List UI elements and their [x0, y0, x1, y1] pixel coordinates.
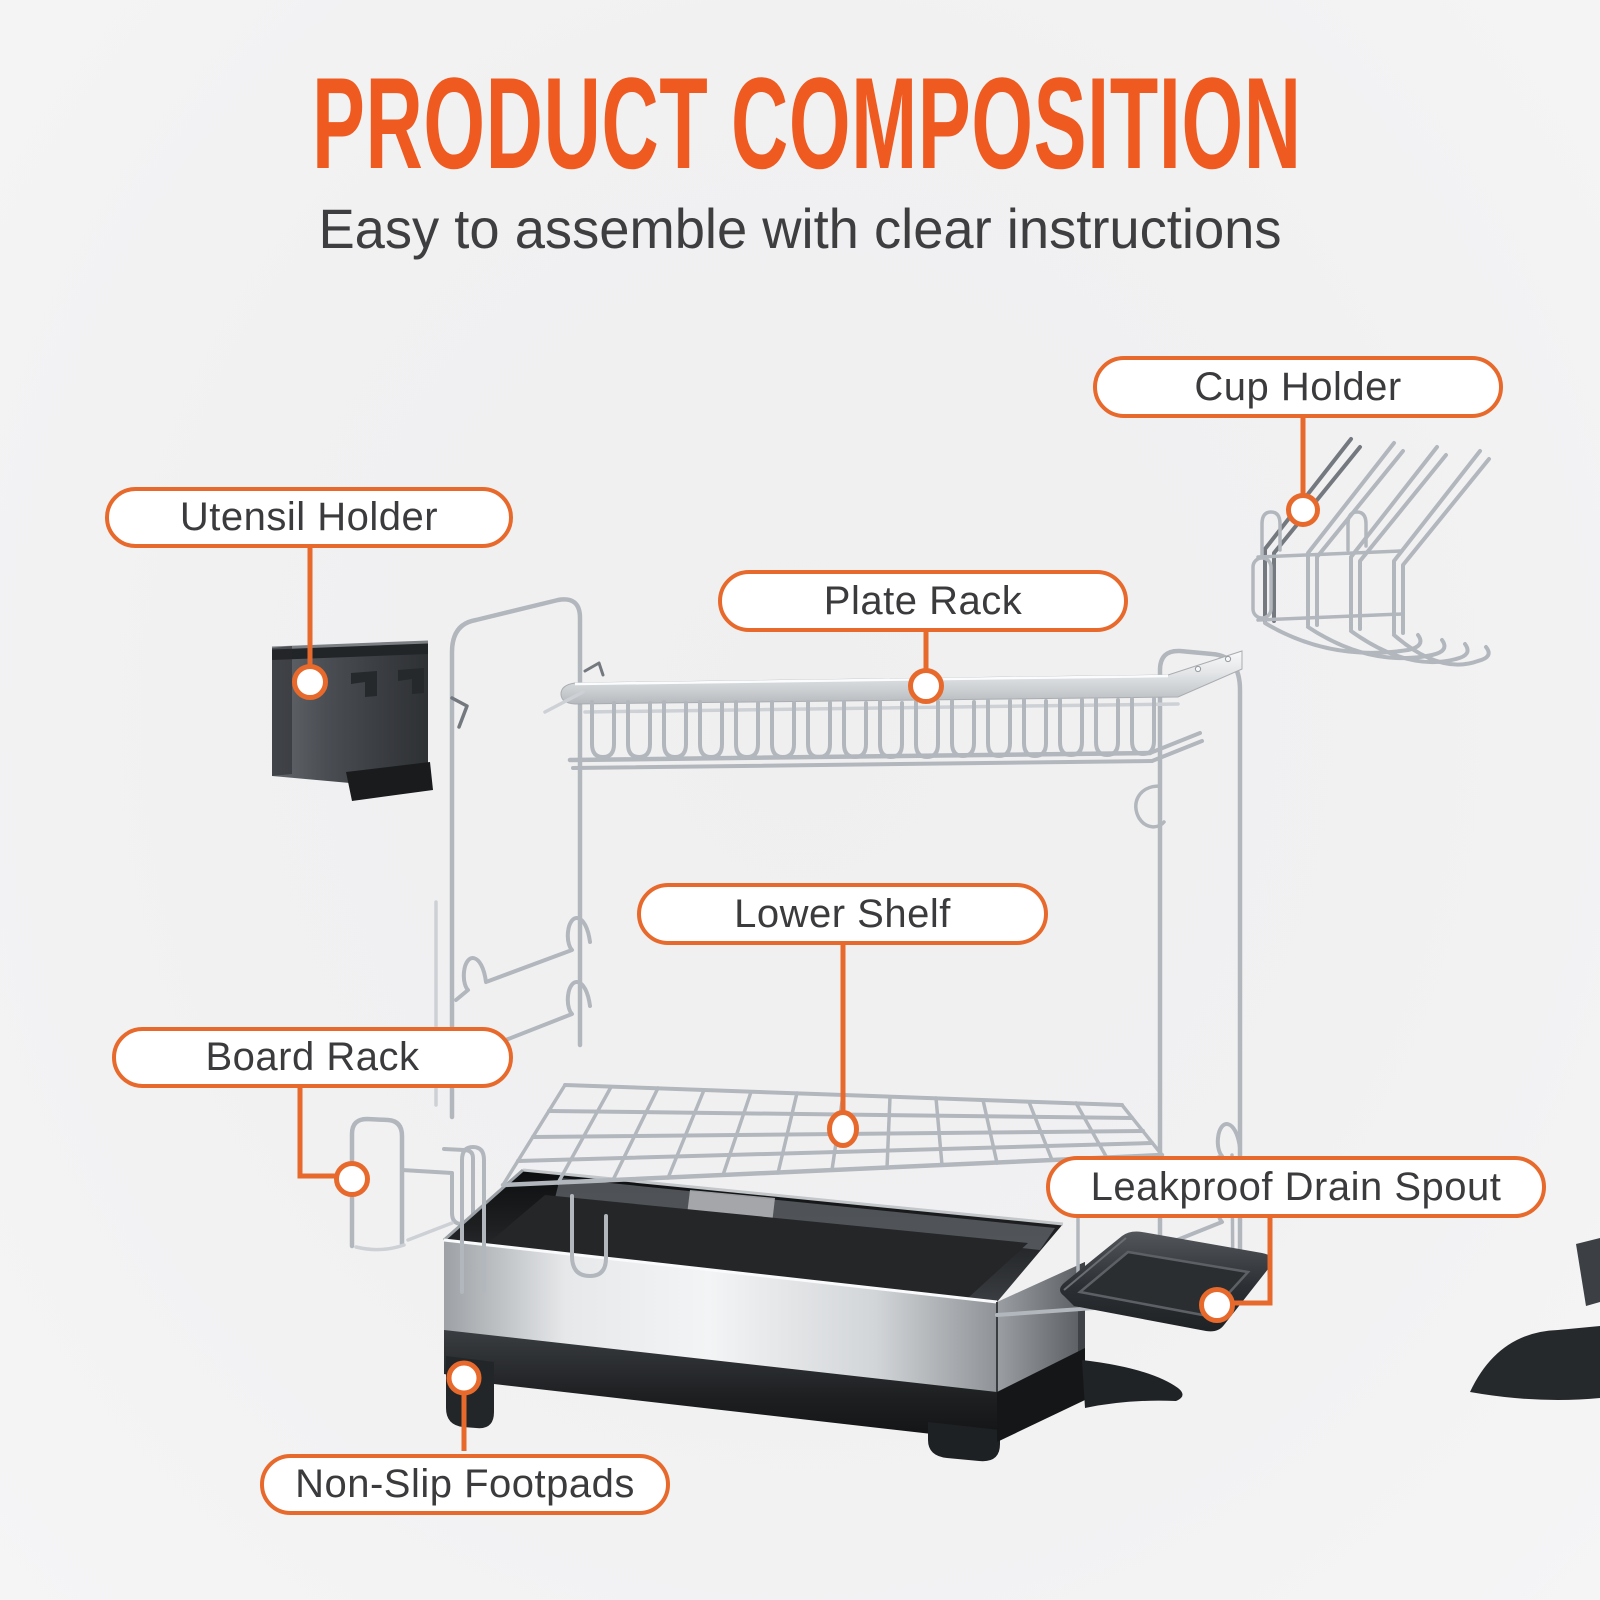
utensil-holder-art — [271, 640, 433, 801]
callout-plate-rack: Plate Rack — [718, 570, 1128, 632]
callout-utensil-holder-label: Utensil Holder — [179, 495, 439, 539]
board-rack-connector — [297, 1086, 370, 1197]
callout-cup-holder-label: Cup Holder — [1194, 364, 1402, 409]
callout-connectors — [292, 416, 1320, 1451]
lower-shelf-connector — [827, 943, 859, 1148]
callout-footpads: Non-Slip Footpads — [260, 1454, 670, 1515]
page-subtitle: Easy to assemble with clear instructions — [318, 197, 1282, 260]
callout-cup-holder: Cup Holder — [1093, 356, 1503, 418]
callout-board-rack-label: Board Rack — [205, 1035, 420, 1079]
cup-holder-connector — [1286, 416, 1320, 527]
drip-tray-art — [443, 1145, 1600, 1462]
utensil-holder-connector — [292, 546, 328, 700]
callout-lower-shelf: Lower Shelf — [637, 883, 1048, 945]
drain-spout-connector — [1199, 1216, 1273, 1323]
footpads-connector — [446, 1360, 482, 1451]
callout-plate-rack-label: Plate Rack — [823, 578, 1023, 623]
callout-lower-shelf-label: Lower Shelf — [734, 891, 951, 936]
callout-footpads-label: Non-Slip Footpads — [295, 1462, 635, 1506]
plate-rack-art — [543, 650, 1243, 770]
plate-rack-connector — [908, 630, 944, 704]
page-title: PRODUCT COMPOSITION — [312, 50, 1302, 196]
cup-holder-art — [1251, 437, 1491, 667]
callout-board-rack: Board Rack — [112, 1027, 513, 1088]
callout-drain-spout-label: Leakproof Drain Spout — [1090, 1164, 1502, 1209]
callout-utensil-holder: Utensil Holder — [105, 487, 513, 548]
callout-drain-spout: Leakproof Drain Spout — [1046, 1156, 1546, 1218]
